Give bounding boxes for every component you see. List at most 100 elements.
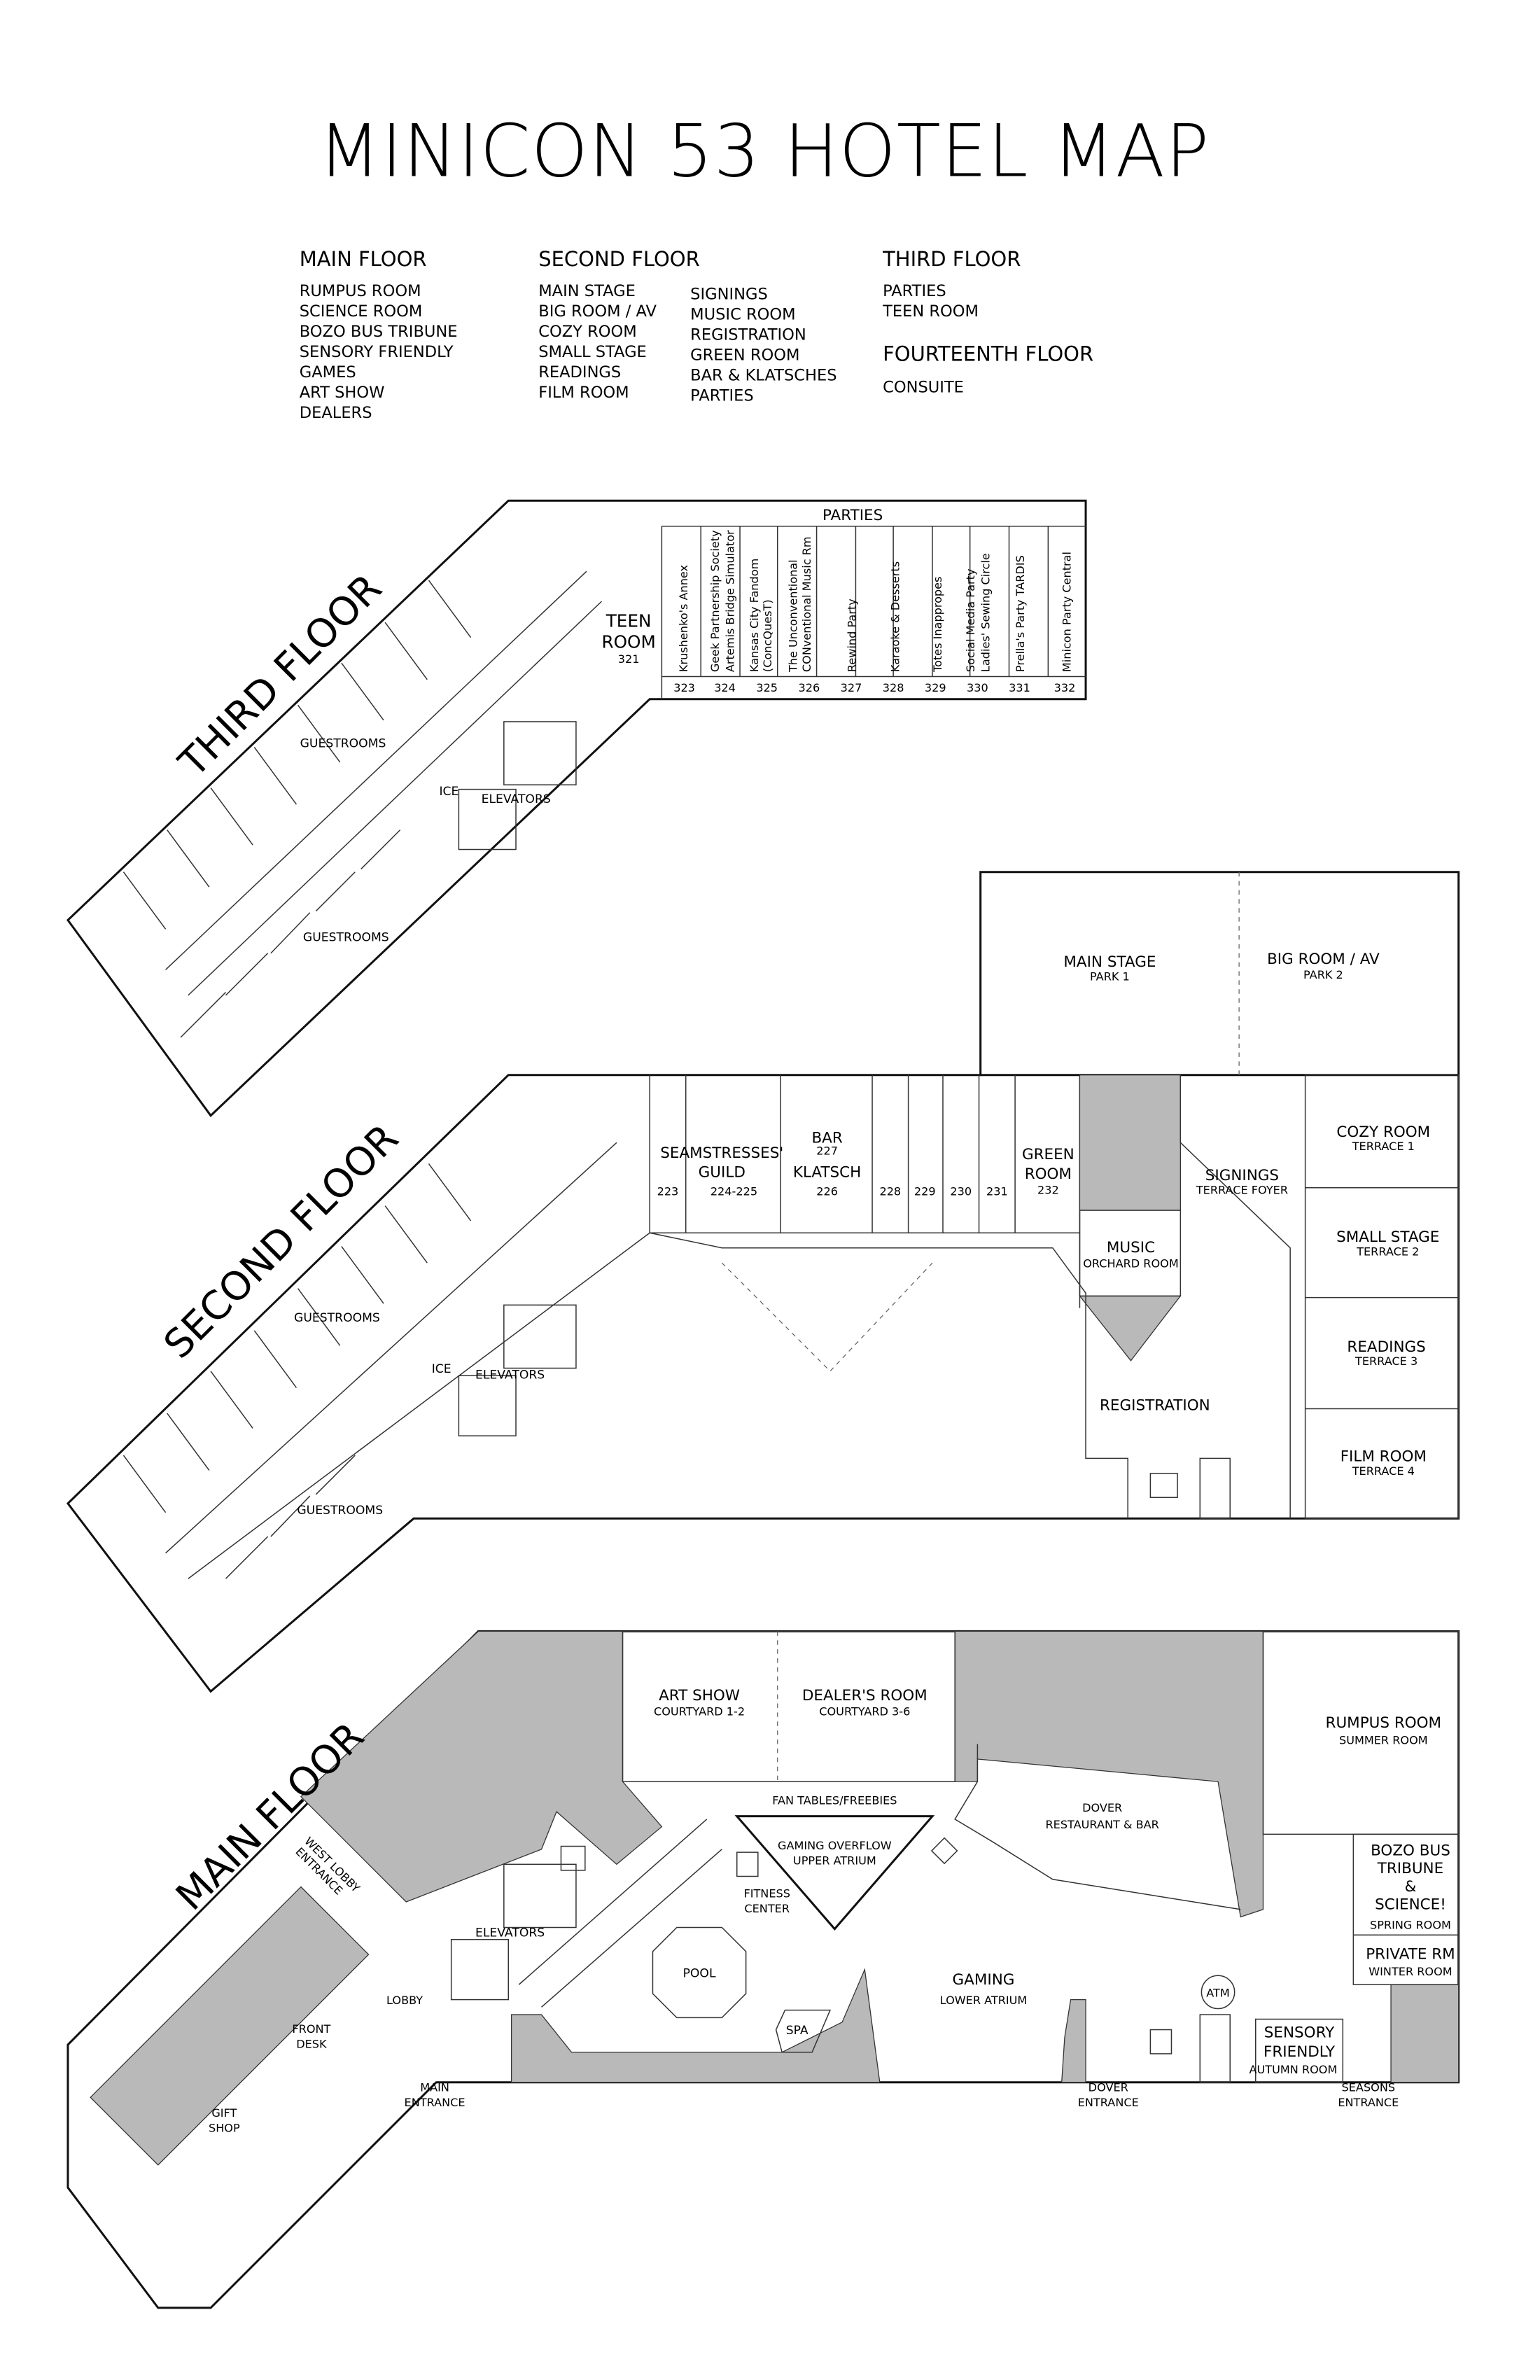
klatsch-number: 226 xyxy=(816,1185,838,1198)
legend-item: FILM ROOM xyxy=(538,384,629,402)
map-line xyxy=(270,912,311,954)
signings-label: SIGNINGS xyxy=(1205,1167,1279,1184)
party-name: (ConcQuesT) xyxy=(761,599,774,672)
party-room: Geek Partnership Society Artemis Bridge … xyxy=(708,530,736,694)
hatched-wall xyxy=(300,1630,663,1903)
main-entrance-label[interactable]: MAIN xyxy=(420,2081,449,2094)
fitness-center-label: FITNESS xyxy=(743,1887,790,1900)
spa-label: SPA xyxy=(786,2024,808,2038)
legend-item: BAR & KLATSCHES xyxy=(690,366,836,384)
gaming-overflow-area xyxy=(734,1815,935,1931)
spa xyxy=(775,2009,832,2053)
green-room-label: GREEN xyxy=(1022,1146,1074,1163)
elevators-label: ELEVATORS xyxy=(475,1926,545,1940)
green-room-number: 232 xyxy=(1037,1183,1059,1196)
restroom-icon xyxy=(736,1851,759,1877)
room-number: 329 xyxy=(925,681,946,694)
small-stage-label: SMALL STAGE xyxy=(1336,1228,1439,1246)
party-name: The Unconventional xyxy=(787,559,800,673)
gaming-overflow-sub: UPPER ATRIUM xyxy=(793,1854,876,1867)
pool xyxy=(652,1926,747,2019)
map-line xyxy=(518,1819,708,1985)
map-line xyxy=(384,622,428,680)
hatched-wall xyxy=(90,1886,370,2166)
stairs-icon xyxy=(1199,1457,1231,1520)
party-room: Totes Inappropes 329 xyxy=(925,577,946,694)
room-number: 328 xyxy=(883,681,904,694)
map-line xyxy=(721,1262,933,1372)
big-room-label: BIG ROOM / AV xyxy=(1267,951,1380,968)
restroom-icon xyxy=(1149,2029,1172,2054)
seasons-entrance-label: SEASONS xyxy=(1342,2081,1396,2094)
hatched-wall xyxy=(510,1968,881,2083)
guestrooms-label: GUESTROOMS xyxy=(300,736,386,750)
map-line xyxy=(180,992,227,1038)
legend-item: MAIN STAGE xyxy=(538,282,636,300)
map-line xyxy=(188,1232,650,1579)
elevator-bank xyxy=(503,721,577,785)
map-line xyxy=(954,1744,1241,1910)
legend-item: ART SHOW xyxy=(300,384,385,402)
room-231: 231 xyxy=(986,1185,1008,1198)
seamstresses-number: 224-225 xyxy=(710,1185,757,1198)
hatched-wall xyxy=(1079,1295,1182,1362)
seamstresses-label: GUILD xyxy=(699,1164,746,1182)
bozo-bus-label: TRIBUNE xyxy=(1377,1860,1443,1877)
readings-label: READINGS xyxy=(1347,1338,1425,1356)
ice-label: ICE xyxy=(439,785,458,799)
seamstresses-label: SEAMSTRESSES' xyxy=(660,1144,783,1162)
map-line xyxy=(167,830,210,888)
legend: MAIN FLOOR RUMPUS ROOM SCIENCE ROOM BOZO… xyxy=(300,247,1093,422)
map-line xyxy=(341,1246,384,1304)
map-line xyxy=(541,1849,722,2008)
map-line xyxy=(225,1536,269,1579)
signings-sub: TERRACE FOYER xyxy=(1196,1183,1288,1196)
party-name: Krushenko's Annex xyxy=(677,565,690,672)
legend-item: MUSIC ROOM xyxy=(690,305,795,323)
map-line xyxy=(253,1330,298,1388)
legend-item: READINGS xyxy=(538,363,621,382)
small-stage-sub: TERRACE 2 xyxy=(1356,1245,1419,1258)
party-name: Artemis Bridge Simulator xyxy=(723,530,736,672)
teen-room-number: 321 xyxy=(618,652,640,666)
party-name: Social Media Party xyxy=(964,568,977,672)
hatched-wall xyxy=(1390,1984,1460,2083)
film-room-sub: TERRACE 4 xyxy=(1352,1464,1415,1478)
registration-label: REGISTRATION xyxy=(1100,1397,1210,1415)
private-room-sub: WINTER ROOM xyxy=(1368,1965,1452,1978)
party-room: Krushenko's Annex 323 xyxy=(673,565,695,694)
main-entrance-label[interactable]: ENTRANCE xyxy=(405,2096,465,2109)
map-line xyxy=(384,1205,428,1264)
second-floor: ICE ELEVATORS GUESTROOMS GUESTROOMS SECO… xyxy=(66,871,1460,1693)
film-room-label: FILM ROOM xyxy=(1340,1448,1427,1466)
legend-second-floor-heading: SECOND FLOOR xyxy=(538,247,700,271)
map-line xyxy=(622,1630,955,1782)
legend-item: BIG ROOM / AV xyxy=(538,302,657,321)
dover-sub: RESTAURANT & BAR xyxy=(1045,1818,1158,1831)
seasons-entrance-label: ENTRANCE xyxy=(1338,2096,1399,2109)
map-line xyxy=(650,1232,1128,1519)
map-line xyxy=(1304,1074,1460,1520)
room-229: 229 xyxy=(914,1185,936,1198)
party-name: Ladies' Sewing Circle xyxy=(979,553,993,672)
elevator-bank xyxy=(503,1863,577,1928)
main-stage-sub: PARK 1 xyxy=(1090,969,1130,983)
legend-item: CONSUITE xyxy=(883,379,964,397)
third-floor: ICE ELEVATORS GUESTROOMS GUESTROOMS THIR… xyxy=(66,499,1087,1117)
legend-fourteenth-floor-heading: FOURTEENTH FLOOR xyxy=(883,342,1093,365)
bar-number: 227 xyxy=(816,1144,838,1158)
party-name: Totes Inappropes xyxy=(931,577,944,673)
ice-label: ICE xyxy=(432,1362,451,1376)
teen-room-label: ROOM xyxy=(601,632,655,652)
gaming-sub: LOWER ATRIUM xyxy=(940,1994,1028,2007)
guestrooms-label: GUESTROOMS xyxy=(303,931,389,945)
elevators-label: ELEVATORS xyxy=(482,792,551,806)
party-name: Prella's Party TARDIS xyxy=(1014,555,1027,672)
fan-tables-label: FAN TABLES/FREEBIES xyxy=(772,1793,897,1807)
map-line xyxy=(253,747,298,805)
music-sub: ORCHARD ROOM xyxy=(1083,1257,1179,1270)
gift-shop-label: SHOP xyxy=(209,2122,240,2135)
map-line xyxy=(315,872,356,912)
bozo-bus-label: SCIENCE! xyxy=(1375,1896,1446,1914)
